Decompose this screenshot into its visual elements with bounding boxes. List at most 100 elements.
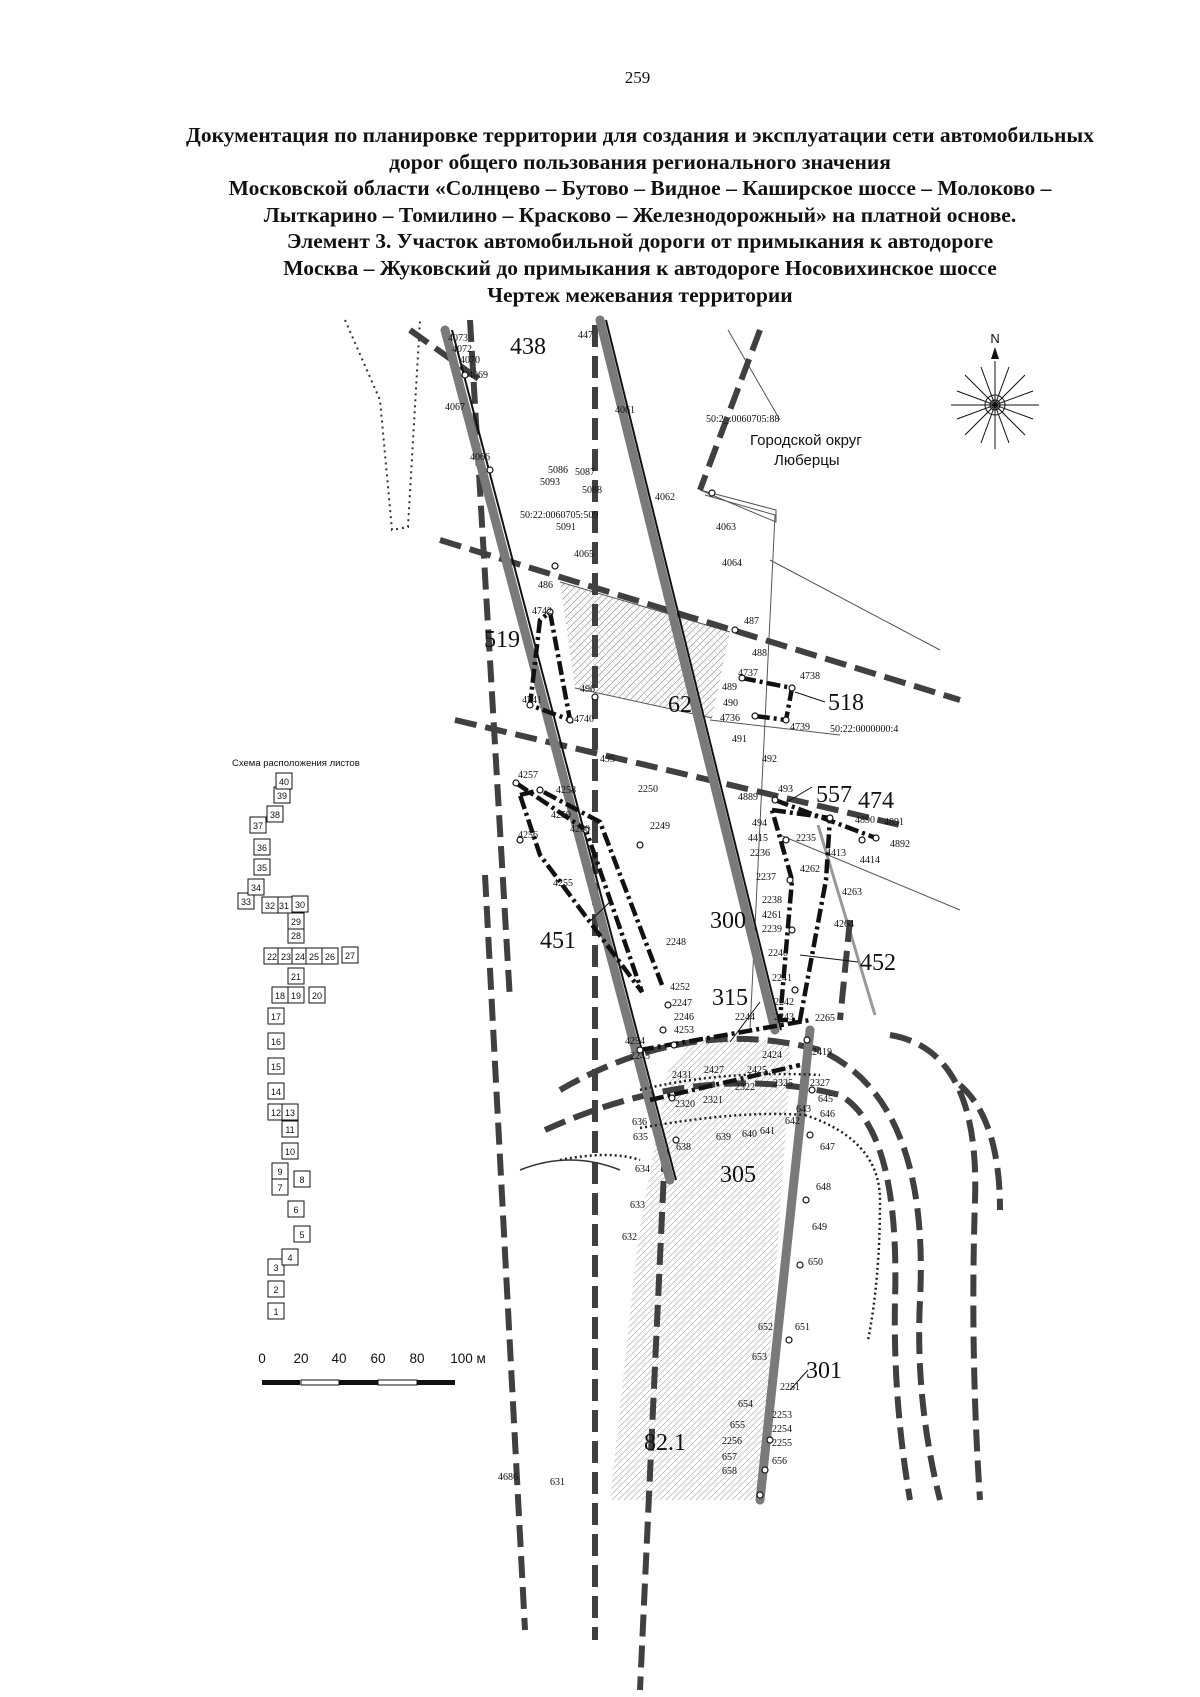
point-label-634: 634 — [635, 1164, 650, 1175]
sheet-cell-13 — [281, 1103, 299, 1121]
sheet-cell-36 — [253, 838, 271, 856]
sheet-number-7: 7 — [277, 1183, 282, 1193]
point-label-640: 640 — [742, 1129, 757, 1140]
parcel-452: 452 — [860, 950, 896, 976]
point-label-447: 447 — [578, 330, 593, 341]
point-label-2243: 2243 — [774, 1012, 794, 1023]
point-label-2253: 2253 — [772, 1410, 792, 1421]
sheet-number-29: 29 — [291, 917, 301, 927]
sheet-number-11: 11 — [285, 1125, 294, 1135]
sheet-cell-11 — [281, 1120, 299, 1138]
point-label-494: 494 — [752, 818, 767, 829]
point-label-658: 658 — [722, 1466, 737, 1477]
point-label-2327: 2327 — [810, 1078, 830, 1089]
sheet-number-32: 32 — [265, 901, 275, 911]
point-label-653: 653 — [752, 1352, 767, 1363]
parcel-438: 438 — [510, 334, 546, 360]
point-label-4063: 4063 — [716, 522, 736, 533]
point-label-4686: 4686 — [498, 1472, 518, 1483]
page-number: 259 — [624, 68, 651, 87]
parcel-82-1: 82.1 — [644, 1430, 686, 1456]
title-line-6: Москва – Жуковский до примыкания к автод… — [283, 255, 997, 280]
point-label-496: 496 — [580, 684, 595, 695]
sheet-cell-1 — [267, 1302, 285, 1320]
parcel-62: 62 — [668, 692, 692, 718]
sheet-number-26: 26 — [325, 952, 335, 962]
district-label-line1: Городской округ — [750, 432, 862, 449]
point-label-4259: 4259 — [551, 810, 571, 821]
gray-boundary-line — [816, 824, 877, 1016]
sheet-number-16: 16 — [271, 1037, 281, 1047]
title-line-2: дорог общего пользования регионального з… — [389, 149, 891, 174]
point-label-4741: 4741 — [522, 695, 542, 706]
cadastral-50-22-0000000-4: 50:22:0000000:4 — [830, 724, 898, 735]
point-label-641: 641 — [760, 1126, 775, 1137]
sheet-cell-37 — [249, 816, 267, 834]
cadastral-60705-509: 50:22:0060705:509 — [520, 510, 598, 521]
sheet-number-14: 14 — [271, 1087, 281, 1097]
hatched-parcel-82 — [610, 1070, 790, 1500]
point-label-4070: 4070 — [460, 355, 480, 366]
point-label-2238: 2238 — [762, 895, 782, 906]
scale-tick-100: 100 м — [450, 1351, 486, 1366]
point-label-5087: 5087 — [575, 467, 595, 478]
parcel-451: 451 — [540, 928, 576, 954]
sheet-number-28: 28 — [291, 931, 301, 941]
point-label-2424: 2424 — [762, 1050, 782, 1061]
sheet-cell-6 — [287, 1200, 305, 1218]
point-label-2248: 2248 — [666, 937, 686, 948]
point-label-4891: 4891 — [884, 817, 904, 828]
point-label-4067: 4067 — [445, 402, 465, 413]
point-label-488: 488 — [752, 648, 767, 659]
point-label-4066: 4066 — [470, 452, 490, 463]
point-label-4261: 4261 — [762, 910, 782, 921]
point-label-4069: 4069 — [468, 370, 488, 381]
point-label-5086: 5086 — [548, 465, 568, 476]
point-label-4739: 4739 — [790, 722, 810, 733]
sheet-cell-40 — [275, 772, 293, 790]
point-label-2265: 2265 — [815, 1013, 835, 1024]
point-label-639: 639 — [716, 1132, 731, 1143]
sheet-cell-8 — [293, 1170, 311, 1188]
point-label-2249: 2249 — [650, 821, 670, 832]
hatched-parcel-305 — [668, 1040, 790, 1070]
sheet-number-18: 18 — [275, 991, 285, 1001]
point-label-645: 645 — [818, 1094, 833, 1105]
parcel-300: 300 — [710, 908, 746, 934]
sheet-number-38: 38 — [270, 810, 280, 820]
point-label-2236: 2236 — [750, 848, 770, 859]
scale-tick-40: 40 — [331, 1351, 346, 1366]
point-label-650: 650 — [808, 1257, 823, 1268]
point-label-633: 633 — [630, 1200, 645, 1211]
parcel-315: 315 — [712, 985, 748, 1011]
scale-tick-80: 80 — [409, 1351, 424, 1366]
sheet-number-12: 12 — [271, 1108, 281, 1118]
sheet-number-20: 20 — [312, 991, 322, 1001]
point-label-4890: 4890 — [855, 815, 875, 826]
sheet-cell-17 — [267, 1007, 285, 1025]
point-label-638: 638 — [676, 1142, 691, 1153]
dotted-boundary-west — [344, 319, 421, 532]
sheet-cell-3 — [267, 1258, 285, 1276]
point-label-2239: 2239 — [762, 924, 782, 935]
point-label-4260: 4260 — [570, 824, 590, 835]
point-label-635: 635 — [633, 1132, 648, 1143]
point-label-2244: 2244 — [735, 1012, 755, 1023]
point-label-642: 642 — [785, 1116, 800, 1127]
sheet-number-10: 10 — [285, 1147, 295, 1157]
leader-lines — [587, 691, 859, 1391]
sheet-number-25: 25 — [309, 952, 319, 962]
point-label-4737: 4737 — [738, 668, 758, 679]
scale-tick-0: 0 — [258, 1351, 266, 1366]
point-label-4889: 4889 — [738, 792, 758, 803]
point-label-5088: 5088 — [582, 485, 602, 496]
point-label-4258: 4258 — [556, 785, 576, 796]
sheet-cell-26 — [321, 947, 339, 965]
sheet-number-30: 30 — [295, 900, 305, 910]
sheet-number-23: 23 — [281, 952, 291, 962]
sheet-number-34: 34 — [251, 883, 261, 893]
point-label-4062: 4062 — [655, 492, 675, 503]
point-label-4263: 4263 — [842, 887, 862, 898]
hatched-parcel-62 — [560, 582, 730, 718]
